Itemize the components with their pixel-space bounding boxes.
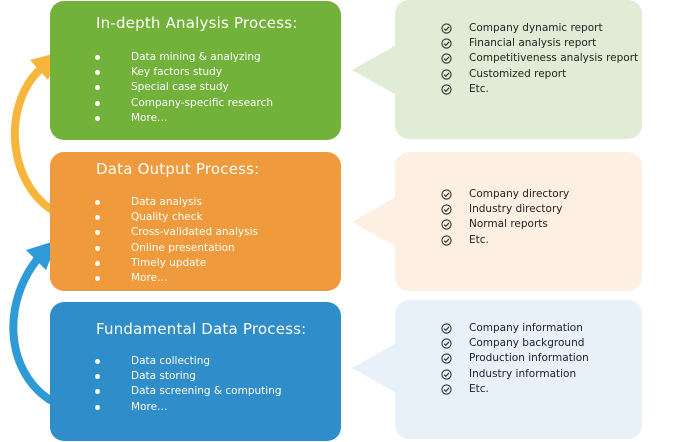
output-label: Financial analysis report — [469, 37, 597, 50]
output-label: Normal reports — [469, 218, 548, 231]
analysis-callout-pointer — [352, 44, 398, 96]
check-circle-icon — [441, 219, 452, 231]
output-output-list: Company directory Industry directory Nor… — [441, 187, 569, 248]
fundamental-output-box: Company information Company background P… — [395, 300, 642, 439]
fundamental-process-box: Fundamental Data Process: Data collectin… — [50, 302, 341, 441]
analysis-output-box: Company dynamic report Financial analysi… — [395, 0, 642, 139]
output-process-box: Data Output Process: Data analysis Quali… — [50, 152, 341, 291]
list-item: Competitiveness analysis report — [441, 51, 638, 66]
fundamental-callout-pointer — [352, 342, 398, 394]
list-item: Quality check — [95, 210, 258, 225]
output-label: Competitiveness analysis report — [469, 52, 639, 65]
list-item: Data analysis — [95, 195, 258, 210]
analysis-process-title: In-depth Analysis Process: — [96, 14, 298, 32]
list-item: Special case study — [95, 80, 273, 95]
list-item: Company dynamic report — [441, 21, 638, 36]
list-item: Cross-validated analysis — [95, 225, 258, 240]
check-circle-icon — [441, 68, 452, 80]
list-item: Company information — [441, 321, 589, 336]
list-item: Industry directory — [441, 202, 569, 217]
check-circle-icon — [441, 323, 452, 334]
check-circle-icon — [441, 338, 452, 349]
list-item: Etc. — [441, 382, 589, 397]
list-item: Normal reports — [441, 217, 569, 232]
output-process-list: Data analysis Quality check Cross-valida… — [95, 195, 258, 286]
output-label: Industry directory — [469, 203, 563, 216]
list-item: Etc. — [441, 82, 638, 97]
check-circle-icon — [441, 204, 452, 215]
output-label: Company information — [469, 322, 583, 334]
list-item: Industry information — [441, 367, 589, 382]
fundamental-output-list: Company information Company background P… — [441, 321, 589, 397]
output-label: Industry information — [469, 367, 577, 380]
list-item: Key factors study — [95, 65, 273, 80]
output-label: Company dynamic report — [469, 22, 603, 34]
check-circle-icon — [441, 234, 452, 246]
list-item: Financial analysis report — [441, 36, 638, 51]
output-output-box: Company directory Industry directory Nor… — [395, 152, 642, 291]
list-item: Data mining & analyzing — [95, 50, 273, 65]
fundamental-process-list: Data collecting Data storing Data screen… — [95, 354, 282, 415]
list-item: Timely update — [95, 256, 258, 271]
check-circle-icon — [441, 84, 452, 95]
check-circle-icon — [441, 353, 452, 365]
check-circle-icon — [441, 53, 452, 65]
check-circle-icon — [441, 23, 452, 34]
list-item: Company background — [441, 336, 589, 351]
analysis-process-box: In-depth Analysis Process: Data mining &… — [50, 1, 341, 140]
output-label: Company directory — [469, 188, 570, 200]
analysis-process-list: Data mining & analyzing Key factors stud… — [95, 50, 273, 126]
list-item: Production information — [441, 351, 589, 366]
list-item: Company-specific research — [95, 96, 273, 111]
check-circle-icon — [441, 384, 452, 395]
output-label: Production information — [469, 352, 589, 365]
list-item: More… — [95, 400, 282, 415]
list-item: Company directory — [441, 187, 569, 202]
output-label: Company background — [469, 337, 585, 350]
list-item: Customized report — [441, 67, 638, 82]
output-process-title: Data Output Process: — [96, 160, 260, 178]
list-item: More… — [95, 271, 258, 286]
output-label: Etc. — [469, 82, 489, 95]
analysis-output-list: Company dynamic report Financial analysi… — [441, 21, 638, 97]
list-item: More… — [95, 111, 273, 126]
list-item: Etc. — [441, 233, 569, 248]
list-item: Online presentation — [95, 241, 258, 256]
output-label: Etc. — [469, 382, 489, 395]
check-circle-icon — [441, 189, 452, 200]
check-circle-icon — [441, 38, 452, 49]
list-item: Data screening & computing — [95, 384, 282, 399]
list-item: Data collecting — [95, 354, 282, 369]
list-item: Data storing — [95, 369, 282, 384]
output-callout-pointer — [352, 196, 398, 248]
output-label: Etc. — [469, 233, 489, 246]
check-circle-icon — [441, 368, 452, 380]
output-label: Customized report — [469, 67, 567, 80]
fundamental-process-title: Fundamental Data Process: — [96, 320, 307, 338]
